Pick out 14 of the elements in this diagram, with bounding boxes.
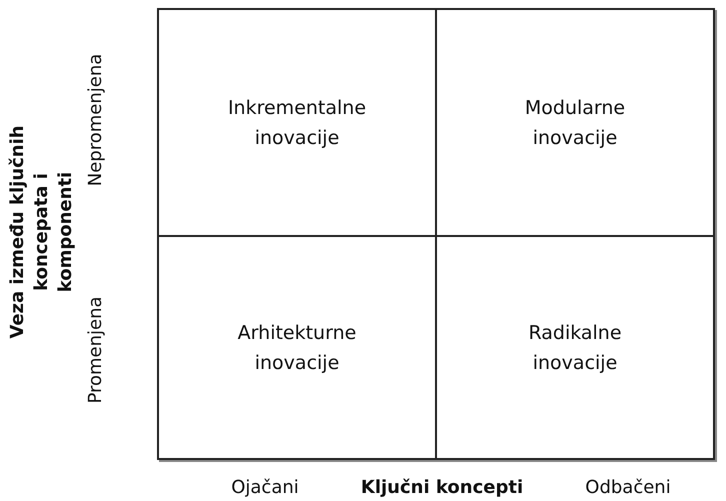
quadrant-box (157, 235, 437, 460)
quadrant-label: Modularne inovacije (524, 96, 626, 150)
quadrant-label: Arhitekturne inovacije (236, 320, 358, 376)
axis-value-label: Odbačeni (585, 476, 671, 500)
axis-title: Ključni koncepti (360, 476, 524, 500)
quadrant-box (157, 8, 437, 237)
axis-value-label: Nepromenjena (84, 54, 107, 186)
quadrant-label: Radikalne inovacije (527, 320, 623, 376)
quadrant-box (435, 8, 715, 237)
quadrant-box (435, 235, 715, 460)
axis-value-label: Ojačani (231, 476, 299, 500)
quadrant-label: Inkrementalne inovacije (226, 96, 368, 150)
axis-title: Veza između ključnih koncepata i komponenti (6, 124, 77, 341)
axis-value-label: Promenjena (84, 296, 107, 404)
